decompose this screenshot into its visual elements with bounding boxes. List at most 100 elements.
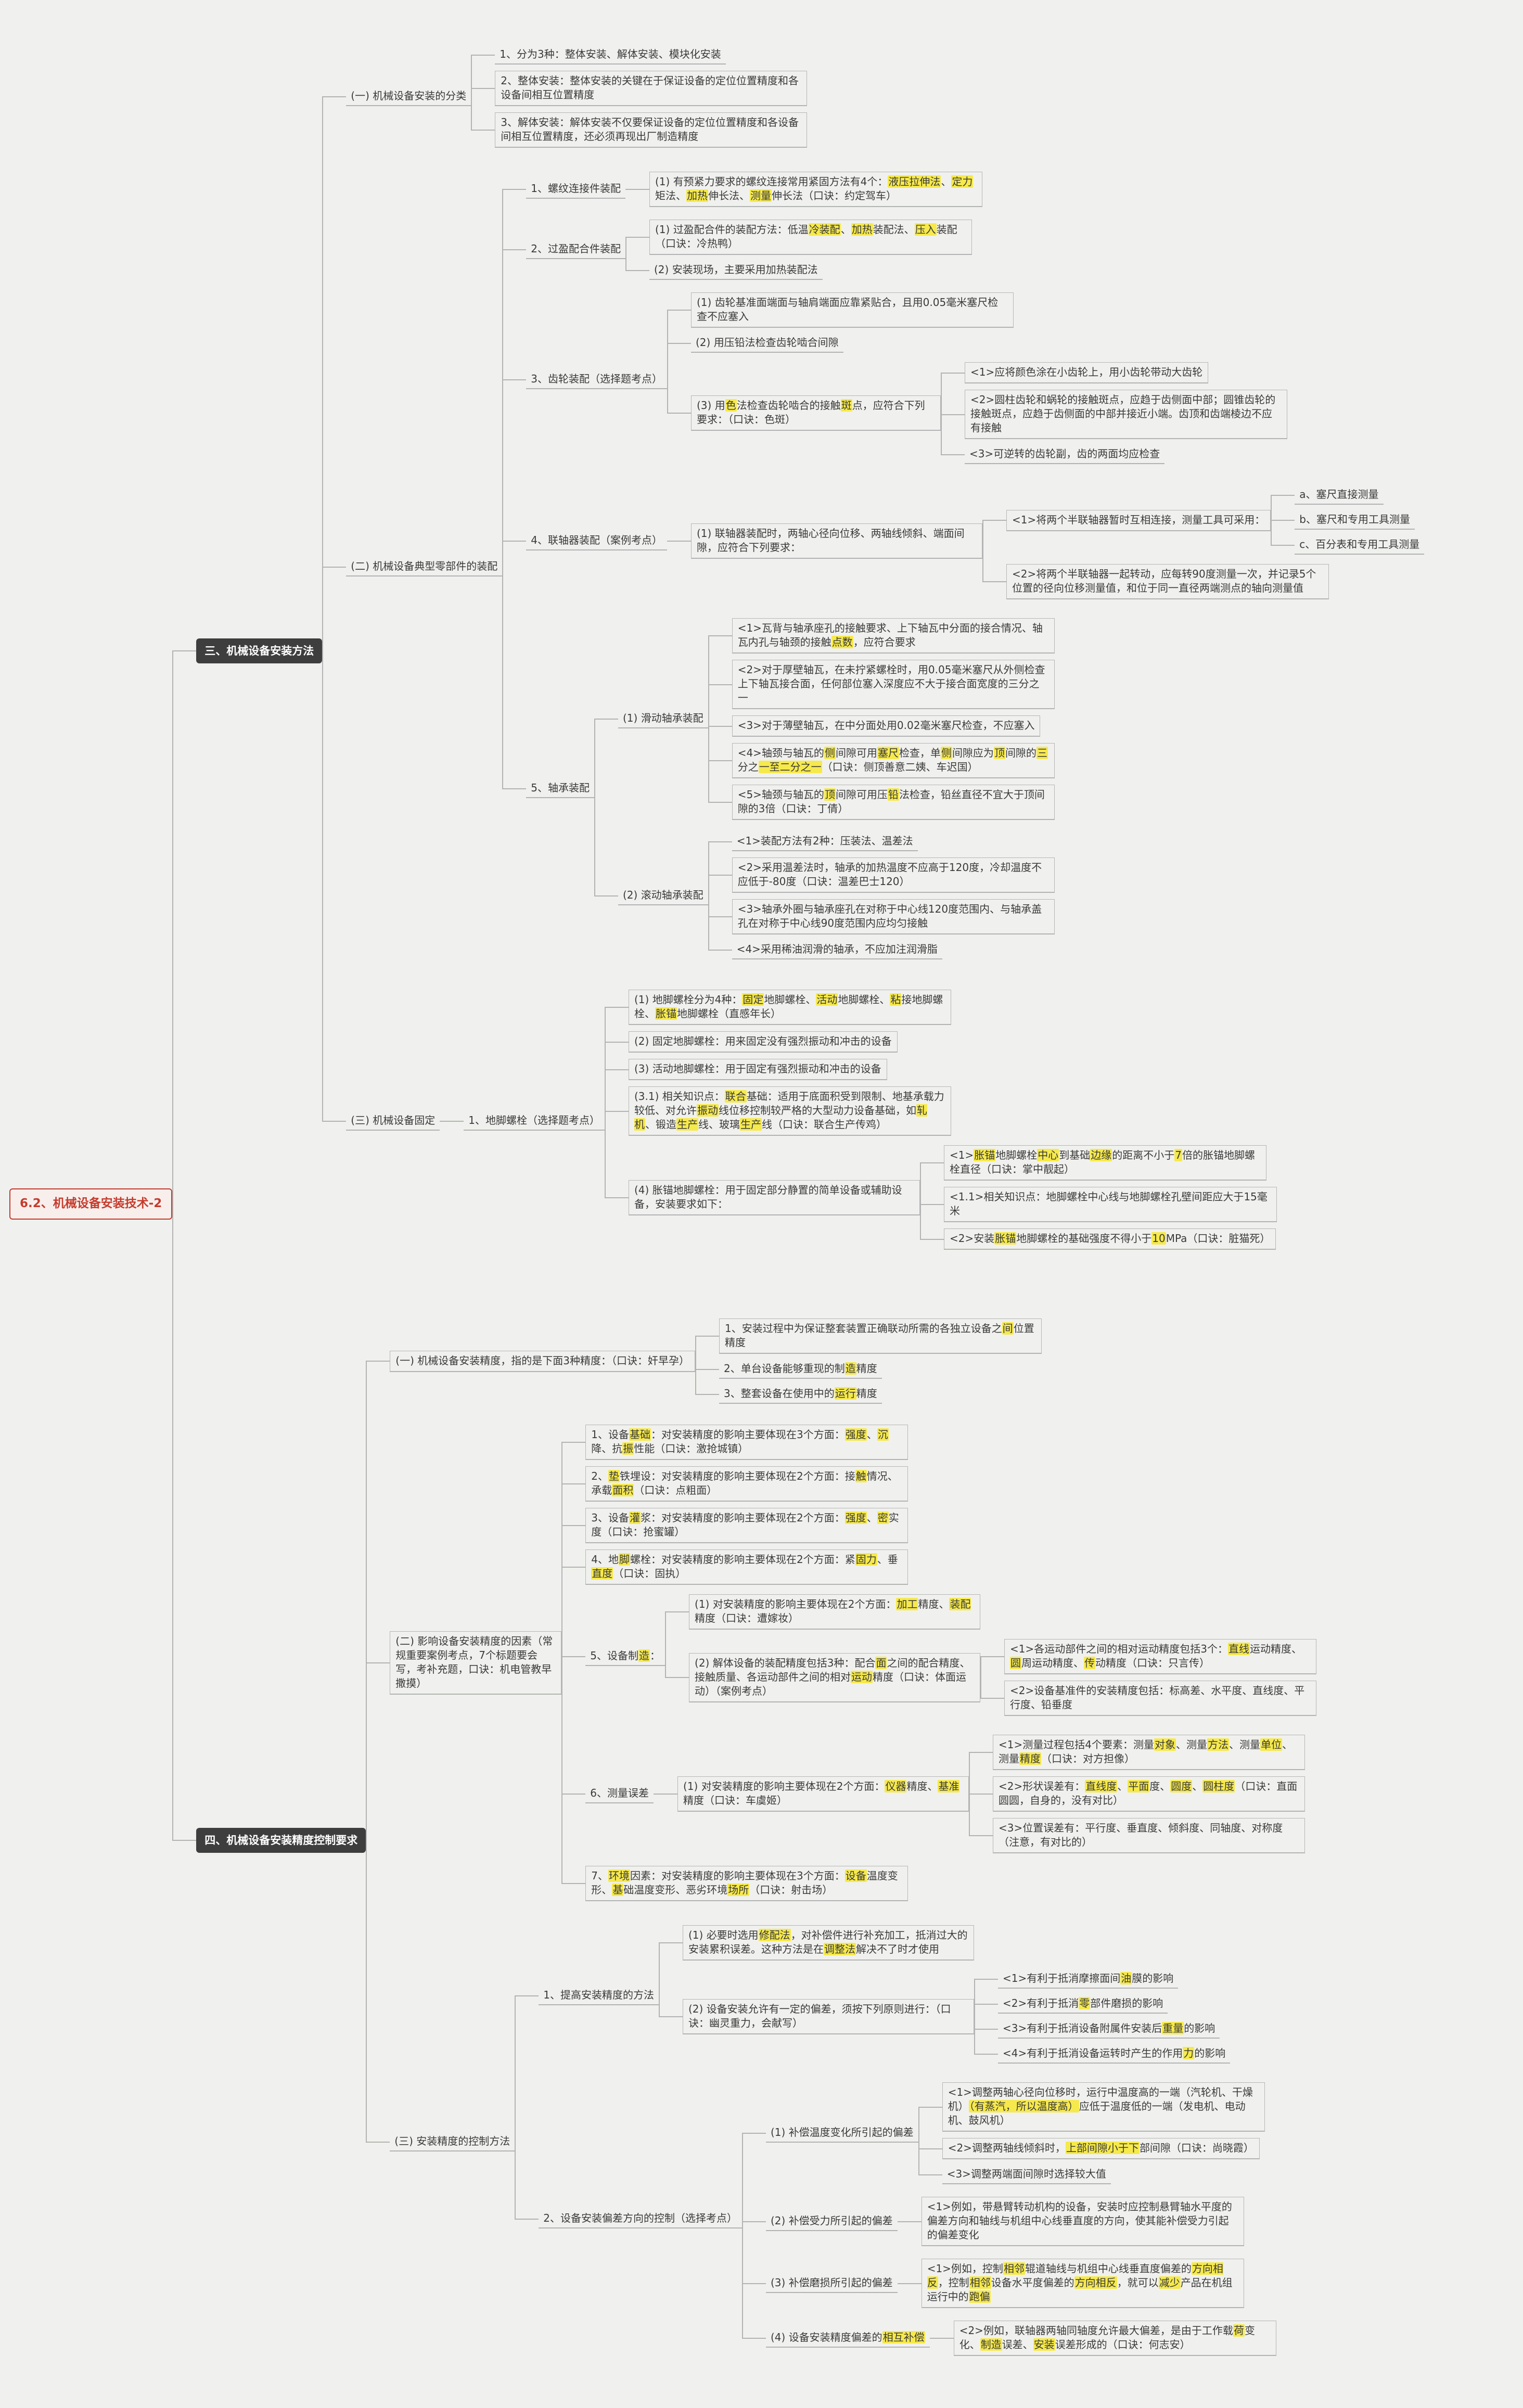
topic-node[interactable]: 7、环境因素：对安装精度的影响主要体现在3个方面：设备温度变形、基础温度变形、恶… xyxy=(585,1866,908,1901)
topic-node[interactable]: 2、单台设备能够重现的制造精度 xyxy=(719,1360,882,1379)
topic-node[interactable]: <1>将两个半联轴器暂时互相连接，测量工具可采用： xyxy=(1006,509,1271,531)
branch-topic[interactable]: 三、机械设备安装方法 xyxy=(196,638,323,664)
topic-node[interactable]: <4>轴颈与轴瓦的侧间隙可用塞尺检查，单侧间隙应为顶间隙的三分之一至二分之一（口… xyxy=(732,743,1055,778)
topic-node[interactable]: 4、联轴器装配（案例考点） xyxy=(526,532,667,550)
topic-node[interactable]: (三) 机械设备固定 xyxy=(346,1112,440,1131)
topic-node[interactable]: (2) 解体设备的装配精度包括3种：配合面之间的配合精度、接触质量、各运动部件之… xyxy=(689,1653,981,1702)
topic-row: <2>圆柱齿轮和蜗轮的接触斑点，应趋于齿侧面中部；圆锥齿轮的接触斑点，应趋于齿侧… xyxy=(965,390,1287,439)
topic-node[interactable]: (二) 影响设备安装精度的因素（常规重要案例考点，7个标题要会写，考补充题，口诀… xyxy=(390,1631,562,1695)
topic-node[interactable]: (3) 补偿磨损所引起的偏差 xyxy=(766,2274,898,2293)
connector-elbow: <5>轴颈与轴瓦的顶间隙可用压铅法检查，铅丝直径不宜大于顶间隙的3倍（口诀：丁倩… xyxy=(708,782,1055,823)
highlight-mark: 装配 xyxy=(949,1598,971,1610)
topic-node[interactable]: (4) 设备安装精度偏差的相互补偿 xyxy=(766,2329,930,2348)
topic-node[interactable]: (2) 补偿受力所引起的偏差 xyxy=(766,2212,898,2231)
topic-node[interactable]: <3>调整两端面间隙时选择较大值 xyxy=(942,2166,1111,2184)
topic-node[interactable]: (3.1) 相关知识点：联合基础：适用于底面积受到限制、地基承载力较低、对允许振… xyxy=(629,1086,951,1136)
topic-node[interactable]: <1>测量过程包括4个要素：测量对象、测量方法、测量单位、测量精度（口诀：对方担… xyxy=(993,1735,1306,1770)
topic-row: <1>有利于抵消摩擦面间油膜的影响 xyxy=(998,1970,1179,1989)
topic-node[interactable]: 3、整套设备在使用中的运行精度 xyxy=(719,1385,882,1404)
topic-node[interactable]: <3>位置误差有：平行度、垂直度、倾斜度、同轴度、对称度（注意，有对比的） xyxy=(993,1818,1306,1853)
topic-node[interactable]: <2>圆柱齿轮和蜗轮的接触斑点，应趋于齿侧面中部；圆锥齿轮的接触斑点，应趋于齿侧… xyxy=(965,390,1287,439)
subtree: (1) 对安装精度的影响主要体现在2个方面：加工精度、装配精度（口诀：遭嫁妆） (… xyxy=(665,1591,1317,1722)
topic-node[interactable]: (1) 联轴器装配时，两轴心径向位移、两轴线倾斜、端面间隙，应符合下列要求： xyxy=(691,523,982,559)
topic-node[interactable]: 4、地脚螺栓：对安装精度的影响主要体现在2个方面：紧固力、垂直度（口诀：固执） xyxy=(585,1549,908,1585)
topic-node[interactable]: <2>有利于抵消零部件磨损的影响 xyxy=(998,1995,1168,2014)
topic-node[interactable]: <4>有利于抵消设备运转时产生的作用力的影响 xyxy=(998,2045,1231,2064)
branch-topic[interactable]: 四、机械设备安装精度控制要求 xyxy=(196,1827,366,1853)
topic-node[interactable]: b、塞尺和专用工具测量 xyxy=(1295,511,1415,530)
topic-node[interactable]: <2>设备基准件的安装精度包括：标高差、水平度、直线度、平行度、铅垂度 xyxy=(1004,1681,1317,1716)
topic-node[interactable]: (2) 设备安装允许有一定的偏差，须按下列原则进行：（口诀：幽灵重力，会献写） xyxy=(683,1999,974,2034)
topic-node[interactable]: (一) 机械设备安装的分类 xyxy=(346,87,471,106)
topic-node[interactable]: <1>例如，控制相邻辊道轴线与机组中心线垂直度偏差的方向相反，控制相邻设备水平度… xyxy=(921,2259,1244,2308)
topic-node[interactable]: (1) 对安装精度的影响主要体现在2个方面：加工精度、装配精度（口诀：遭嫁妆） xyxy=(689,1594,981,1630)
topic-node[interactable]: (1) 齿轮基准面端面与轴肩端面应靠紧贴合，且用0.05毫米塞尺检查不应塞入 xyxy=(691,292,1014,328)
topic-node[interactable]: <2>对于厚壁轴瓦，在未拧紧螺栓时，用0.05毫米塞尺从外侧检查上下轴瓦接合面，… xyxy=(732,660,1055,709)
topic-node[interactable]: <4>采用稀油润滑的轴承，不应加注润滑脂 xyxy=(732,941,942,959)
topic-node[interactable]: (2) 安装现场，主要采用加热装配法 xyxy=(649,261,823,280)
topic-node[interactable]: (3) 活动地脚螺栓：用于固定有强烈振动和冲击的设备 xyxy=(629,1059,887,1080)
topic-node[interactable]: (1) 对安装精度的影响主要体现在2个方面：仪器精度、基准精度（口诀：车虞姬） xyxy=(677,1776,969,1812)
topic-node[interactable]: <1>各运动部件之间的相对运动精度包括3个：直线运动精度、圆周运动精度、传动精度… xyxy=(1004,1639,1317,1674)
topic-row: <4>采用稀油润滑的轴承，不应加注润滑脂 xyxy=(732,941,942,959)
topic-node[interactable]: a、塞尺直接测量 xyxy=(1295,486,1384,505)
subtree: <1>应将颜色涂在小齿轮上，用小齿轮带动大齿轮 <2>圆柱齿轮和蜗轮的接触斑点，应… xyxy=(941,359,1287,467)
topic-node[interactable]: (1) 有预紧力要求的螺纹连接常用紧固方法有4个：液压拉伸法、定力矩法、加热伸长… xyxy=(649,172,982,207)
topic-node[interactable]: <1>有利于抵消摩擦面间油膜的影响 xyxy=(998,1970,1179,1989)
topic-node[interactable]: (1) 补偿温度变化所引起的偏差 xyxy=(766,2124,918,2143)
topic-node[interactable]: (二) 机械设备典型零部件的装配 xyxy=(346,558,503,577)
topic-node[interactable]: 2、垫铁埋设：对安装精度的影响主要体现在2个方面：接触情况、承载面积（口诀：点粗… xyxy=(585,1466,908,1502)
topic-node[interactable]: (4) 胀锚地脚螺栓：用于固定部分静置的简单设备或辅助设备，安装要求如下： xyxy=(629,1180,920,1215)
topic-node[interactable]: <1>瓦背与轴承座孔的接触要求、上下轴瓦中分面的接合情况、轴瓦内孔与轴颈的接触点… xyxy=(732,618,1055,654)
topic-node[interactable]: <2>安装胀锚地脚螺栓的基础强度不得小于10MPa（口诀：脏猫死） xyxy=(944,1228,1276,1250)
topic-node[interactable]: (一) 机械设备安装精度，指的是下面3种精度：（口诀：奸早孕） xyxy=(390,1350,695,1372)
topic-node[interactable]: (2) 用压铅法检查齿轮啮合间隙 xyxy=(691,334,843,353)
topic-node[interactable]: (2) 滚动轴承装配 xyxy=(618,887,708,905)
topic-node[interactable]: (三) 安装精度的控制方法 xyxy=(390,2133,515,2151)
topic-node[interactable]: <1>装配方法有2种：压装法、温差法 xyxy=(732,832,918,851)
topic-node[interactable]: (1) 地脚螺栓分为4种：固定地脚螺栓、活动地脚螺栓、粘接地脚螺栓、胀锚地脚螺栓… xyxy=(629,990,951,1025)
topic-node[interactable]: 5、轴承装配 xyxy=(526,779,594,798)
root-topic[interactable]: 6.2、机械设备安装技术-2 xyxy=(9,1188,173,1220)
topic-node[interactable]: <1.1>相关知识点：地脚螺栓中心线与地脚螺栓孔壁间距应大于15毫米 xyxy=(944,1187,1277,1222)
topic-row: 7、环境因素：对安装精度的影响主要体现在3个方面：设备温度变形、基础温度变形、恶… xyxy=(585,1866,908,1901)
topic-node[interactable]: 1、分为3种：整体安装、解体安装、模块化安装 xyxy=(495,46,726,65)
topic-node[interactable]: <3>可逆转的齿轮副，齿的两面均应检查 xyxy=(965,445,1165,464)
topic-node[interactable]: (2) 固定地脚螺栓：用来固定没有强烈振动和冲击的设备 xyxy=(629,1031,898,1053)
topic-node[interactable]: <1>调整两轴心径向位移时，运行中温度高的一端（汽轮机、干燥机）（有蒸汽，所以温… xyxy=(942,2082,1265,2132)
topic-node[interactable]: 3、齿轮装配（选择题考点） xyxy=(526,370,667,389)
topic-node[interactable]: (1) 滑动轴承装配 xyxy=(618,710,708,728)
topic-node[interactable]: 3、设备灌浆：对安装精度的影响主要体现在2个方面：强度、密实度（口诀：抢蜜罐） xyxy=(585,1508,908,1543)
topic-node[interactable]: <1>应将颜色涂在小齿轮上，用小齿轮带动大齿轮 xyxy=(965,362,1209,383)
topic-node[interactable]: (1) 过盈配合件的装配方法：低温冷装配、加热装配法、压入装配（口诀：冷热鸭） xyxy=(649,220,972,255)
topic-node[interactable]: (1) 必要时选用修配法，对补偿件进行补充加工，抵消过大的安装累积误差。这种方法… xyxy=(683,1925,974,1961)
topic-node[interactable]: <2>形状误差有：直线度、平面度、圆度、圆柱度（口诀：直面圆圆，自身的，没有对比… xyxy=(993,1776,1306,1812)
topic-node[interactable]: <2>例如，联轴器两轴同轴度允许最大偏差，是由于工作载荷变化、制造误差、安装误差… xyxy=(953,2321,1276,2356)
topic-node[interactable]: <1>例如，带悬臂转动机构的设备，安装时应控制悬臂轴水平度的偏差方向和轴线与机组… xyxy=(921,2197,1244,2246)
topic-node[interactable]: 2、设备安装偏差方向的控制（选择考点） xyxy=(539,2210,742,2228)
topic-node[interactable]: <2>将两个半联轴器一起转动，应每转90度测量一次，并记录5个位置的径向位移测量… xyxy=(1006,564,1329,599)
topic-node[interactable]: 1、地脚螺栓（选择题考点） xyxy=(464,1112,605,1131)
topic-row: 6、测量误差 (1) 对安装精度的影响主要体现在2个方面：仪器精度、基准精度（口诀… xyxy=(585,1728,1306,1860)
topic-node[interactable]: 2、整体安装：整体安装的关键在于保证设备的定位位置精度和各设备间相互位置精度 xyxy=(495,71,808,106)
topic-node[interactable]: <5>轴颈与轴瓦的顶间隙可用压铅法检查，铅丝直径不宜大于顶间隙的3倍（口诀：丁倩… xyxy=(732,785,1055,820)
topic-node[interactable]: 6、测量误差 xyxy=(585,1785,654,1803)
topic-node[interactable]: 1、安装过程中为保证整套装置正确联动所需的各独立设备之间位置精度 xyxy=(719,1318,1042,1354)
topic-node[interactable]: <3>对于薄壁轴瓦，在中分面处用0.02毫米塞尺检查，不应塞入 xyxy=(732,715,1041,737)
topic-row: <3>有利于抵消设备附属件安装后重量的影响 xyxy=(998,2020,1220,2039)
topic-node[interactable]: 3、解体安装：解体安装不仅要保证设备的定位位置精度和各设备间相互位置精度，还必须… xyxy=(495,112,808,148)
topic-node[interactable]: 5、设备制造： xyxy=(585,1647,665,1666)
topic-node[interactable]: c、百分表和专用工具测量 xyxy=(1295,536,1425,555)
topic-node[interactable]: (3) 用色法检查齿轮啮合的接触斑点，应符合下列要求：（口诀：色斑） xyxy=(691,395,941,431)
topic-node[interactable]: 2、过盈配合件装配 xyxy=(526,240,625,259)
topic-node[interactable]: 1、提高安装精度的方法 xyxy=(539,1987,659,2005)
topic-node[interactable]: 1、螺纹连接件装配 xyxy=(526,180,625,199)
topic-node[interactable]: <2>采用温差法时，轴承的加热温度不应高于120度，冷却温度不应低于-80度（口… xyxy=(732,857,1055,893)
topic-node[interactable]: <2>调整两轴线倾斜时，上部间隙小于下部间隙（口诀：尚晓霞） xyxy=(942,2138,1260,2159)
topic-row: 4、地脚螺栓：对安装精度的影响主要体现在2个方面：紧固力、垂直度（口诀：固执） xyxy=(585,1549,908,1585)
topic-node[interactable]: <1>胀锚地脚螺栓中心到基础边缘的距离不小于7倍的胀锚地脚螺栓直径（口诀：掌中靓… xyxy=(944,1145,1266,1181)
topic-node[interactable]: <3>轴承外圈与轴承座孔在对称于中心线120度范围内、与轴承盖孔在对称于中心线9… xyxy=(732,899,1055,934)
topic-node[interactable]: 1、设备基础：对安装精度的影响主要体现在3个方面：强度、沉降、抗振性能（口诀：激… xyxy=(585,1425,908,1460)
topic-node[interactable]: <3>有利于抵消设备附属件安装后重量的影响 xyxy=(998,2020,1220,2039)
